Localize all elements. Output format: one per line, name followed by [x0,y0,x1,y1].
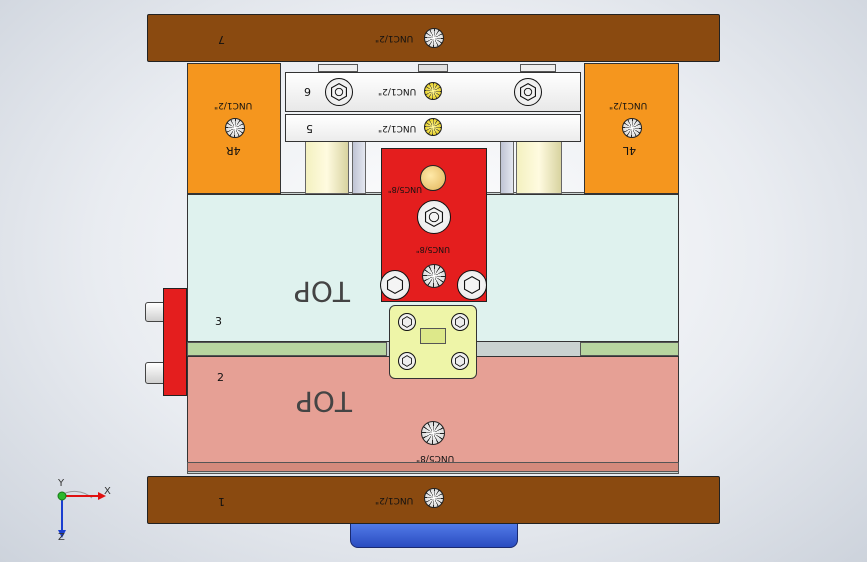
retainer-top-lip-center [418,64,448,72]
b-plate-stamp: TOP [294,275,351,308]
hinge-screw-tl-icon [398,313,416,331]
ejector-pin-left-b [352,140,366,194]
spacer-left-screw-icon [225,118,245,138]
parting-strip-left [187,342,387,356]
ejector-pin-right-a [500,140,514,194]
ejector-retainer-number: 6 [304,85,311,98]
hinge-screw-tr-icon [451,313,469,331]
coordinate-triad: X Y Z [42,478,122,548]
hinge-latch-divider [420,328,446,344]
bottom-clamp-number: 1 [218,495,225,508]
bottom-clamp-thread: UNC1/2" [375,495,414,505]
bottom-clamp-screw-icon [424,488,444,508]
ejector-pin-left-a [305,140,349,194]
a-plate-number: 2 [217,371,224,384]
red-block-bolt-left-icon [380,270,410,300]
spacer-right-screw-icon [622,118,642,138]
a-plate-stamp: TOP [296,385,353,418]
triad-z-label: Z [58,532,65,543]
triad-y-label: Y [58,478,65,489]
retainer-screw-icon [424,82,442,100]
retainer-top-lip [318,64,358,72]
red-block-center-screw-icon [422,264,446,288]
ejector-plate-screw-icon [424,118,442,136]
top-clamp-number: 7 [218,33,225,46]
spacer-right-number: 4L [623,144,637,157]
hinge-screw-br-icon [451,352,469,370]
ejector-plate-number: 5 [306,122,313,135]
hinge-screw-bl-icon [398,352,416,370]
red-block-thread-lower: UNC5/8" [416,245,450,254]
spacer-left-thread: UNC1/2" [214,100,253,110]
ejector-pin-right-b [516,140,562,194]
ejector-retainer-thread: UNC1/2" [378,86,417,96]
red-block-hex-bolt-icon [417,200,451,234]
parting-strip-right [580,342,679,356]
top-clamp-screw-icon [424,28,444,48]
red-block-dowel-icon [420,165,446,191]
red-block-bolt-right-icon [457,270,487,300]
b-plate-number: 3 [215,315,222,328]
spacer-left-number: 4R [226,144,241,157]
retainer-hex-bolt-right-icon [514,78,542,106]
spacer-right-thread: UNC1/2" [609,100,648,110]
a-plate-screw-icon [421,421,445,445]
triad-axes-icon [57,490,106,538]
a-plate-bottom-strip [187,462,679,472]
retainer-top-lip-right [520,64,556,72]
top-clamp-thread: UNC1/2" [375,33,414,43]
retainer-hex-bolt-left-icon [325,78,353,106]
side-red-bar [163,288,187,396]
ejector-plate-thread: UNC1/2" [378,123,417,133]
red-block-thread-upper: UNC5/8" [388,185,422,194]
triad-x-label: X [104,486,111,497]
